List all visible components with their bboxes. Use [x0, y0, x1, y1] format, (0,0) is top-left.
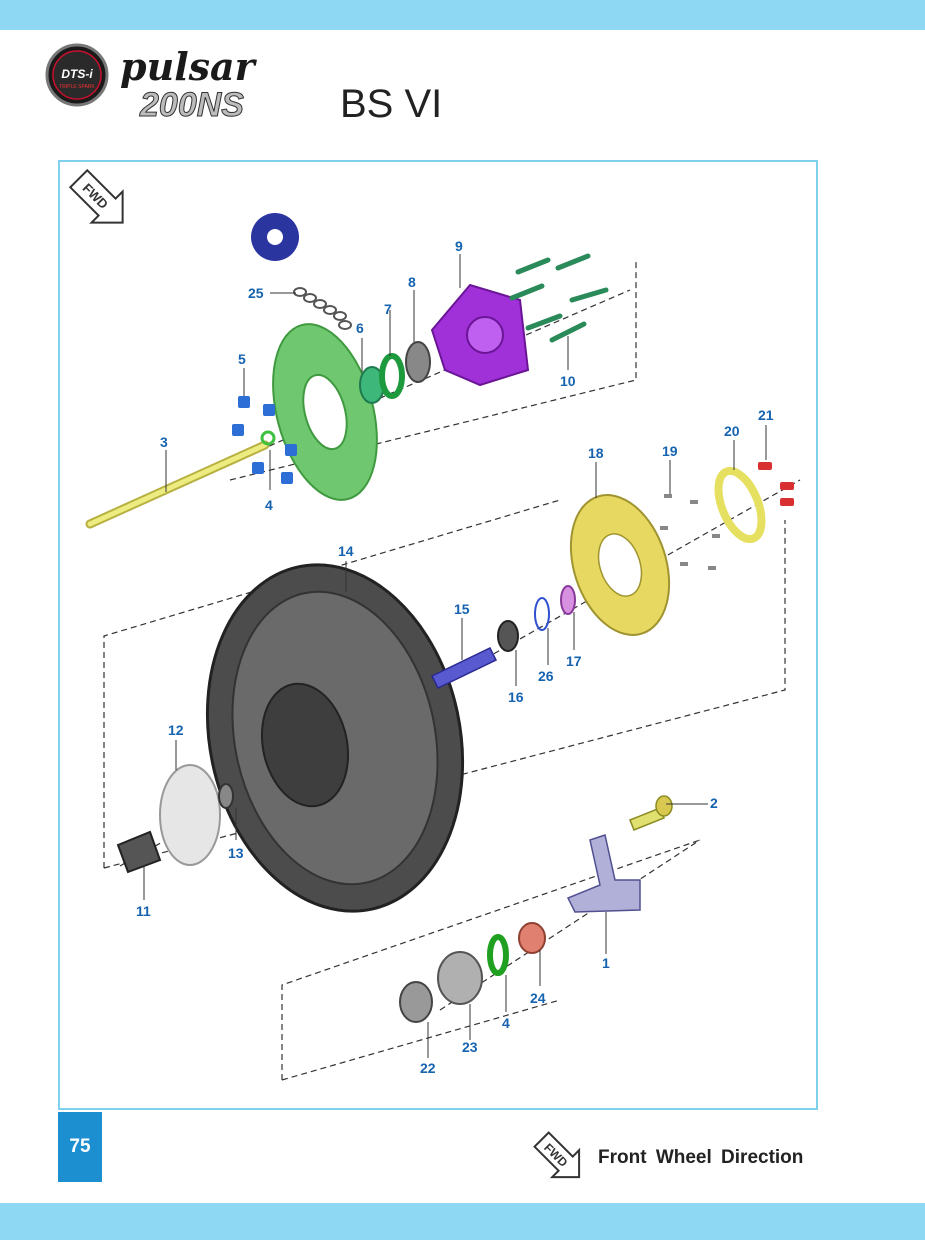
variant-label: BS VI — [340, 82, 440, 126]
callout-8: 8 — [408, 274, 416, 290]
part-21-bolts — [758, 462, 794, 506]
part-1-chain-adjuster — [566, 834, 641, 913]
callout-15: 15 — [454, 601, 470, 617]
footer-fwd-arrow-icon: FWD — [533, 1131, 581, 1179]
part-5-nuts — [232, 396, 297, 484]
part-7-oil-seal — [379, 353, 405, 399]
callout-6: 6 — [356, 320, 364, 336]
part-4-washer — [260, 430, 276, 446]
part-small-sprocket — [251, 213, 299, 261]
badge-text: DTS-i — [61, 67, 93, 81]
callout-24: 24 — [530, 990, 546, 1006]
callout-16: 16 — [508, 689, 524, 705]
top-band — [0, 0, 925, 30]
pulsar-logo: DTS-i TRIPLE SPARK pulsar 200NS BS VI — [45, 43, 440, 126]
fwd-arrow-icon: FWD — [68, 168, 124, 224]
part-rear-sprocket — [272, 323, 378, 501]
part-16-bearing — [497, 620, 519, 652]
callout-5: 5 — [238, 351, 246, 367]
callout-18: 18 — [588, 445, 604, 461]
part-24-spacer — [518, 922, 546, 954]
part-26-circlip — [534, 597, 550, 631]
part-12-cush-drive — [159, 764, 221, 866]
page-number: 75 — [58, 1112, 102, 1182]
callout-4a: 4 — [265, 497, 273, 513]
callout-19: 19 — [662, 443, 678, 459]
part-9-sprocket-hub — [430, 283, 530, 387]
callout-17: 17 — [566, 653, 582, 669]
part-10-bolts — [509, 253, 609, 343]
part-22-bearing — [399, 981, 433, 1023]
callout-11: 11 — [136, 903, 151, 919]
callout-26: 26 — [538, 668, 554, 684]
part-8-bearing — [405, 341, 431, 383]
part-23-bearing — [437, 951, 483, 1005]
part-4-oil-seal — [487, 934, 509, 976]
model-name: 200NS — [139, 86, 244, 124]
callout-23: 23 — [462, 1039, 478, 1055]
diagram-frame — [58, 160, 818, 1110]
part-14-rear-wheel — [205, 563, 465, 913]
callout-12: 12 — [168, 722, 184, 738]
callout-14: 14 — [338, 543, 354, 559]
callout-3: 3 — [160, 434, 168, 450]
callout-1: 1 — [602, 955, 610, 971]
bottom-band — [0, 1203, 925, 1240]
callout-21: 21 — [758, 407, 774, 423]
callout-labels: 25 3 4 5 6 7 8 9 10 14 15 16 26 17 18 19… — [136, 238, 774, 1076]
callout-9: 9 — [455, 238, 463, 254]
front-wheel-direction-text: Front Wheel Direction — [598, 1147, 804, 1168]
part-13-bearing — [218, 783, 234, 809]
part-25-chain — [293, 287, 352, 330]
part-11-spacer — [116, 830, 162, 874]
part-17-oil-seal — [560, 585, 576, 615]
callout-25: 25 — [248, 285, 264, 301]
callout-10: 10 — [560, 373, 576, 389]
callout-22: 22 — [420, 1060, 436, 1076]
callout-13: 13 — [228, 845, 244, 861]
badge-subtext: TRIPLE SPARK — [59, 84, 95, 90]
part-19-screws — [660, 494, 720, 570]
part-18-brake-disc — [569, 494, 671, 636]
part-20-tone-ring — [714, 466, 766, 544]
leader-lines — [143, 254, 767, 1058]
part-15-spacer — [430, 647, 498, 689]
part-3-axle — [85, 440, 270, 529]
callout-7: 7 — [384, 301, 392, 317]
callout-20: 20 — [724, 423, 740, 439]
callout-4b: 4 — [502, 1015, 510, 1031]
brand-script: pulsar — [120, 44, 258, 89]
part-2-bolt — [629, 807, 665, 831]
callout-2: 2 — [710, 795, 718, 811]
